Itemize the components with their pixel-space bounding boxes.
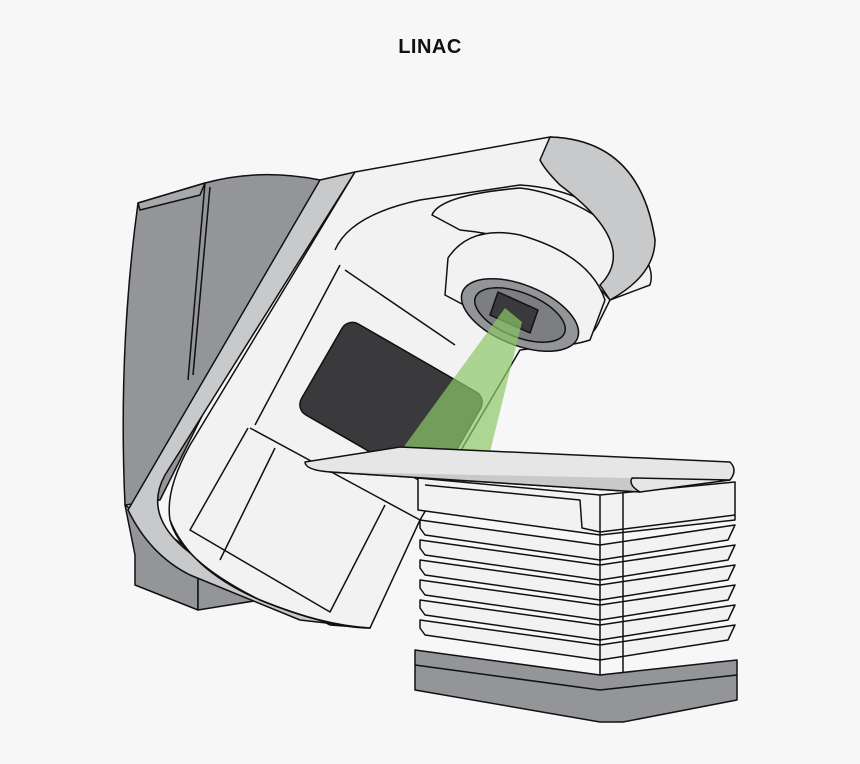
treatment-couch (304, 446, 735, 493)
radiation-beam (400, 308, 522, 460)
figure-title: LINAC (398, 36, 462, 58)
treatment-head (431, 136, 656, 352)
couch-bellows (414, 477, 738, 723)
